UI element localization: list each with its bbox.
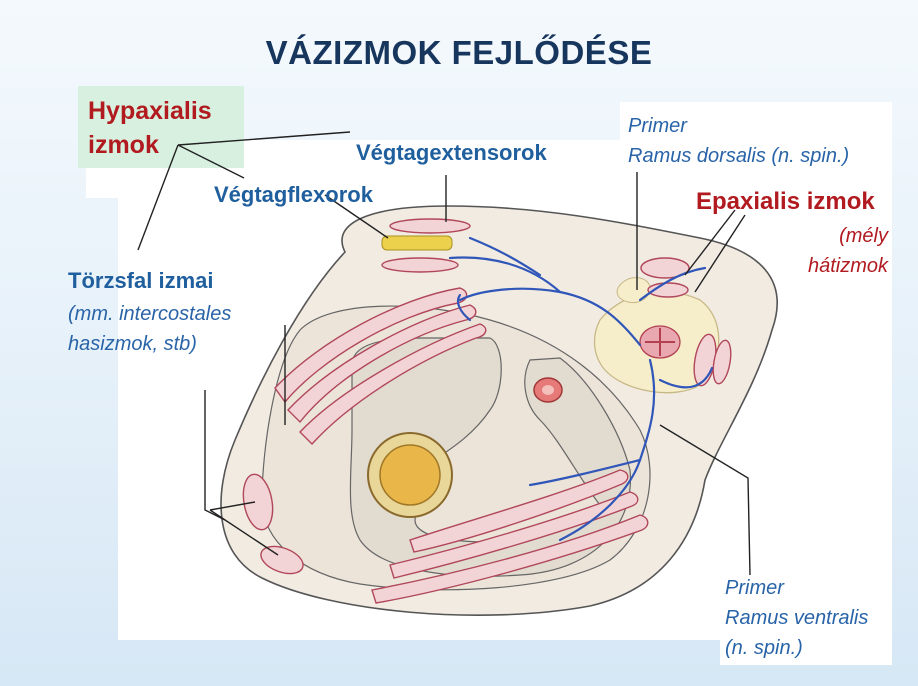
label-hypaxialis-line2: izmok: [88, 131, 159, 159]
label-epaxialis-sub2: hátizmok: [807, 255, 888, 277]
label-epaxialis-sub1: (mély: [839, 225, 888, 247]
label-primer-dorsalis-line1: Primer: [628, 115, 687, 137]
notochord-core: [379, 444, 441, 506]
page-title: VÁZIZMOK FEJLŐDÉSE: [265, 34, 653, 71]
leader-lines: [137, 131, 751, 576]
label-vegtagflexorok: Végtagflexorok: [214, 182, 373, 207]
limb-cartilage: [381, 235, 453, 251]
label-torzsfal-line1: (mm. intercostales: [68, 303, 232, 325]
label-vegtagextensorok: Végtagextensorok: [356, 140, 547, 165]
label-epaxialis: Epaxialis izmok: [696, 188, 875, 215]
trunk-wall-muscles: [242, 287, 732, 604]
label-hypaxialis-line1: Hypaxialis: [88, 97, 212, 125]
label-primer-ventralis-line3: (n. spin.): [725, 637, 803, 659]
label-primer-ventralis-line1: Primer: [725, 577, 784, 599]
dorsalis-white-panel: [620, 102, 892, 172]
label-torzsfal-title: Törzsfal izmai: [68, 268, 214, 293]
spinal-nerves: [448, 236, 714, 542]
ventralis-white-panel: [720, 570, 892, 665]
label-torzsfal-line2: hasizmok, stb): [68, 333, 197, 355]
hypaxialis-highlight-box: [78, 86, 244, 168]
dorsal-ganglion: [616, 277, 651, 304]
label-primer-dorsalis-line2: Ramus dorsalis (n. spin.): [628, 145, 850, 167]
label-primer-ventralis-line2: Ramus ventralis: [725, 607, 869, 629]
limb-muscles: [381, 218, 690, 298]
